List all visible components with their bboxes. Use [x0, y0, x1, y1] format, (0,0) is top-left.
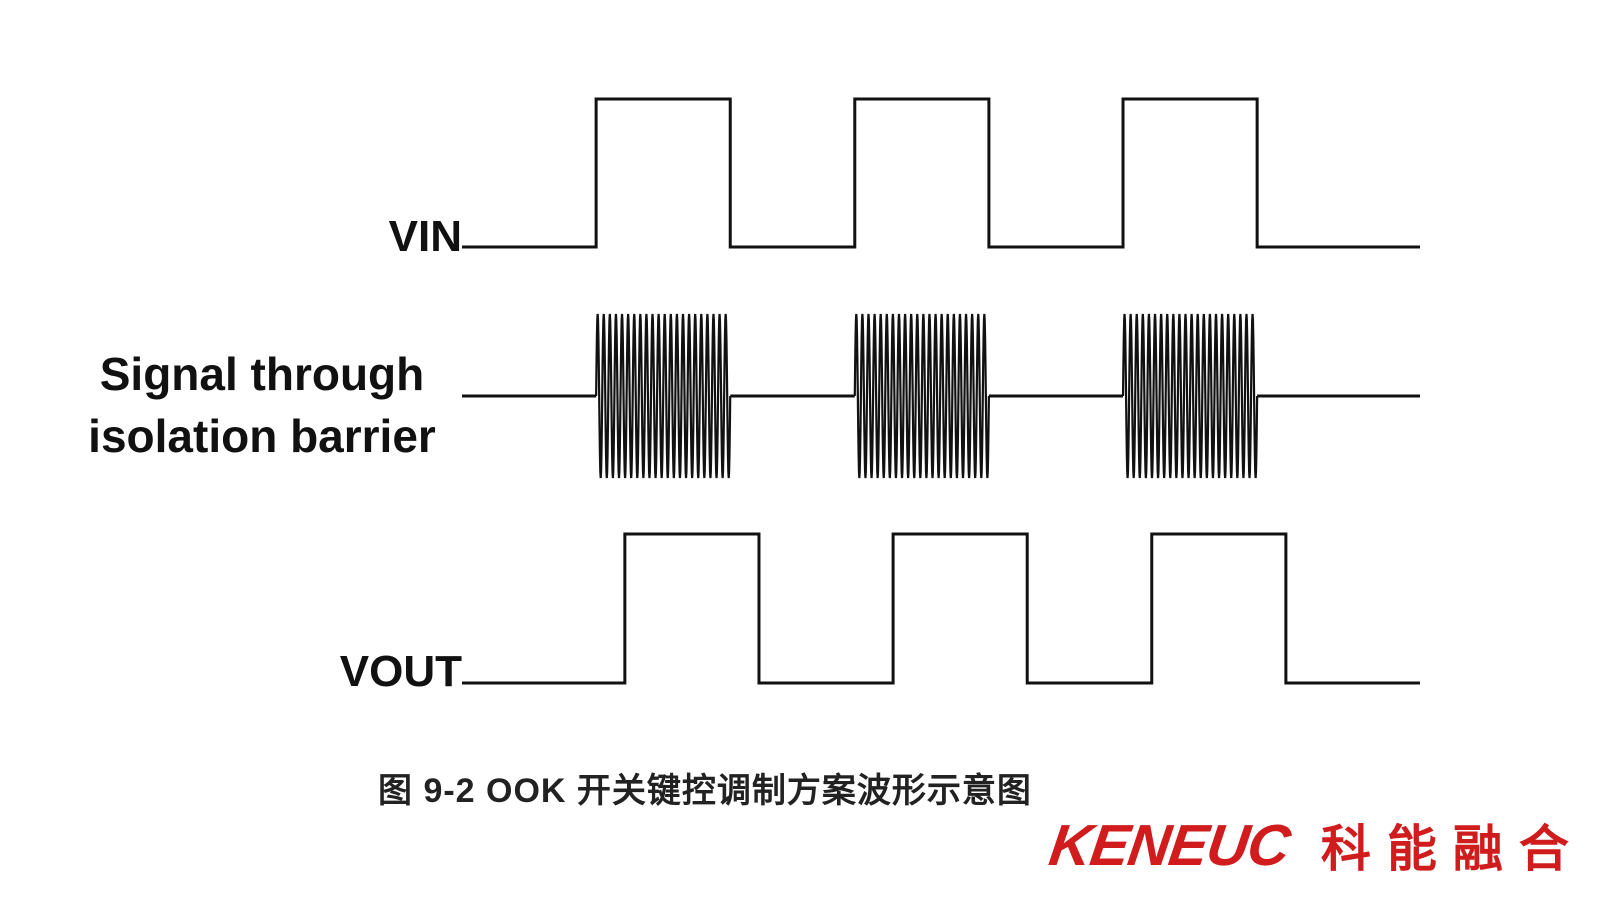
figure-caption: 图 9-2 OOK 开关键控调制方案波形示意图 — [378, 772, 1032, 810]
vin-waveform — [462, 97, 1420, 249]
vin-signal: VIN — [389, 97, 1420, 261]
brand-logo: KENEUC 科能融合 — [1045, 812, 1570, 879]
barrier-waveform — [462, 313, 1420, 479]
vout-label: VOUT — [340, 647, 462, 696]
vout-waveform — [462, 532, 1420, 685]
carrier-burst — [1121, 313, 1259, 479]
barrier-signal: Signal through isolation barrier — [88, 313, 1420, 479]
barrier-label-line-2: isolation barrier — [88, 410, 436, 462]
brand-logo-cn: 科能融合 — [1320, 820, 1585, 878]
vin-label: VIN — [389, 212, 462, 261]
barrier-label-line-1: Signal through — [100, 348, 425, 400]
vout-signal: VOUT — [340, 532, 1420, 696]
carrier-burst — [853, 313, 990, 479]
brand-logo-en: KENEUC — [1045, 812, 1294, 878]
carrier-burst — [595, 313, 732, 479]
